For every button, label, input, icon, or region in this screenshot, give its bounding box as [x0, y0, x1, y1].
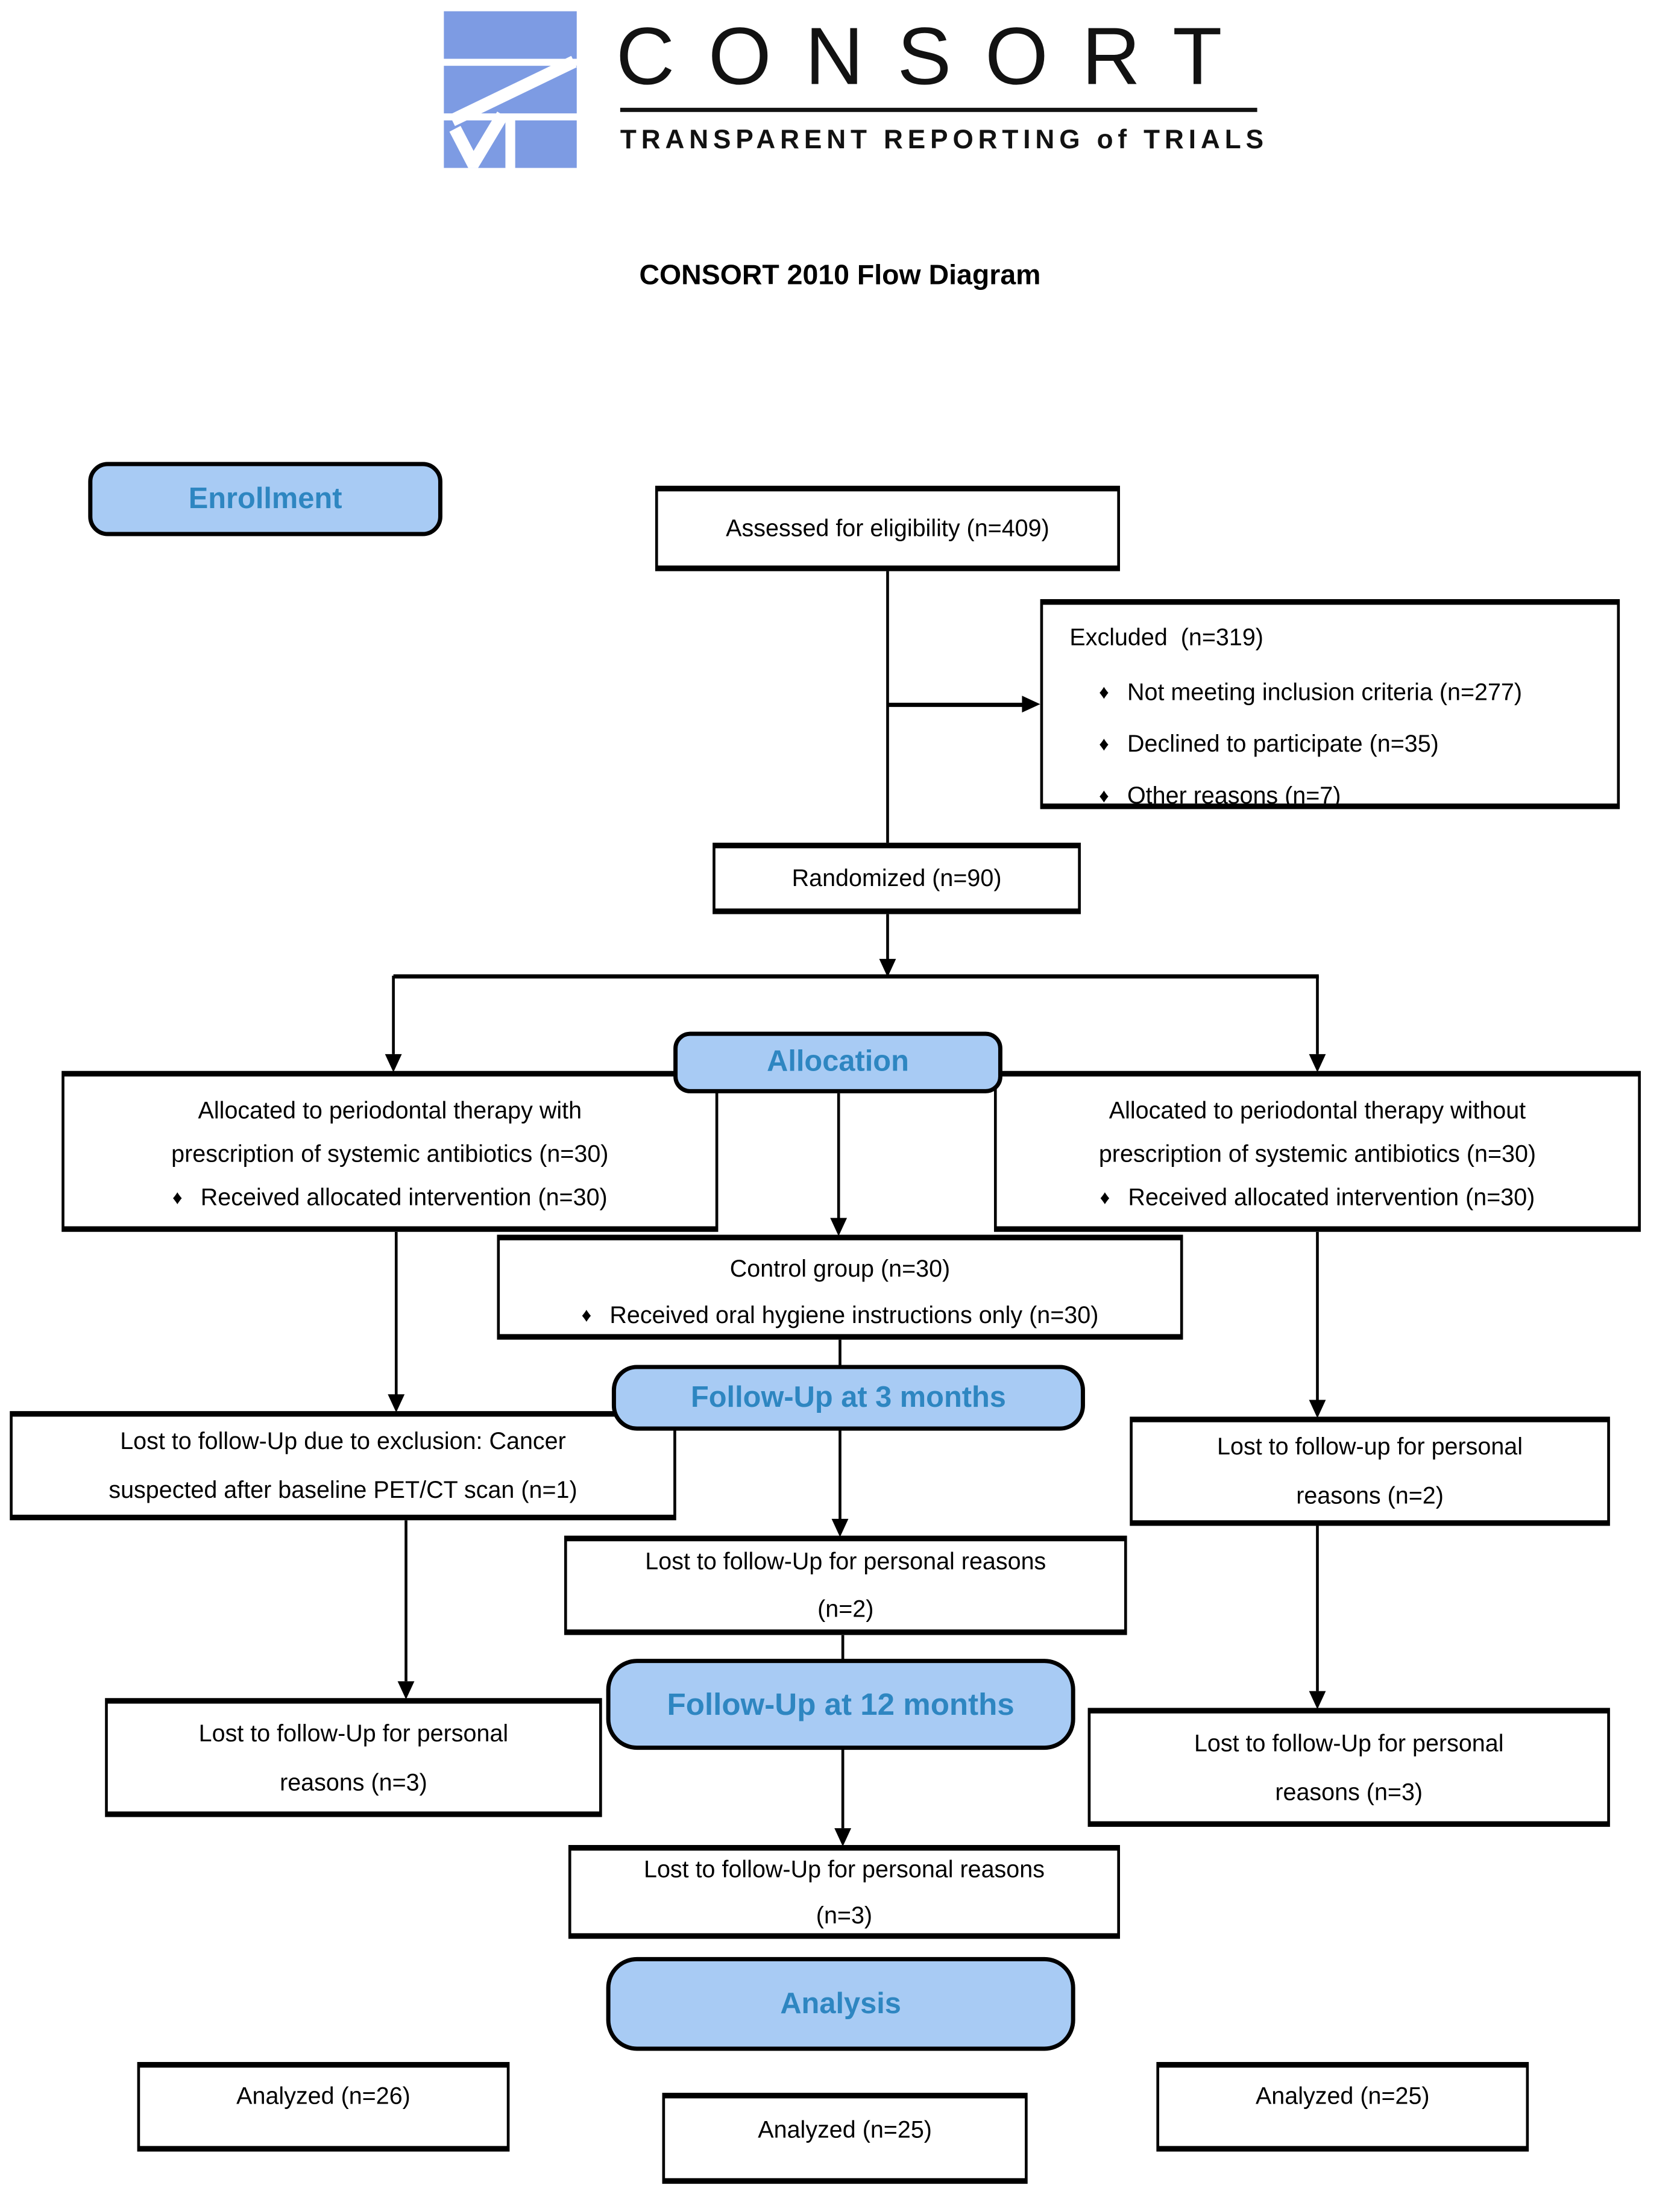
arrowhead-alloc-left: [384, 1054, 401, 1073]
box-fu3-lost-left: Lost to follow-Up due to exclusion: Canc…: [10, 1411, 676, 1521]
consort-wordmark: CONSORT: [615, 11, 1256, 102]
arrowhead-control: [829, 1218, 846, 1236]
arrowhead-alloc-right: [1308, 1054, 1326, 1073]
diamond-bullet-icon: ♦: [1099, 680, 1109, 703]
box-fu12-lost-mid: Lost to follow-Up for personal reasons (…: [568, 1845, 1120, 1939]
connector-branch-horizontal: [393, 974, 1319, 978]
box-text: reasons (n=3): [280, 1768, 427, 1796]
box-text: Analyzed (n=25): [1255, 2082, 1430, 2110]
stage-banner-enrollment: Enrollment: [88, 462, 442, 536]
box-analyzed-right: Analyzed (n=25): [1156, 2062, 1529, 2152]
box-assessed-eligibility: Assessed for eligibility (n=409): [655, 485, 1120, 571]
diamond-bullet-icon: ♦: [581, 1303, 592, 1326]
diamond-bullet-icon: ♦: [172, 1186, 183, 1209]
box-text: (n=3): [816, 1902, 873, 1929]
box-fu12-lost-right: Lost to follow-Up for personal reasons (…: [1087, 1708, 1610, 1827]
diamond-bullet-icon: ♦: [1100, 1186, 1110, 1209]
arrowhead-branch: [879, 958, 896, 978]
box-text: (n=2): [817, 1595, 874, 1622]
box-text: Allocated to periodontal therapy with: [198, 1097, 582, 1124]
box-text: ♦ Received allocated intervention (n=30): [997, 1176, 1638, 1219]
arrowhead-excluded: [1022, 696, 1040, 713]
connector-branch-left: [391, 975, 395, 1054]
stage-banner-label: Enrollment: [188, 482, 342, 515]
box-text: prescription of systemic antibiotics (n=…: [171, 1140, 609, 1168]
box-text: ♦ Received allocated intervention (n=30): [64, 1176, 716, 1219]
diamond-bullet-icon: ♦: [1099, 732, 1109, 755]
connector-allocleft-fu3left: [394, 1231, 398, 1396]
box-text: Analyzed (n=25): [758, 2116, 932, 2143]
box-text: Lost to follow-Up for personal: [198, 1720, 509, 1747]
stage-banner-followup-3-months: Follow-Up at 3 months: [611, 1365, 1085, 1431]
arrowhead-fu3-left: [387, 1394, 404, 1413]
box-text: Lost to follow-Up for personal: [1194, 1729, 1504, 1756]
box-text: ♦ Received oral hygiene instructions only…: [500, 1292, 1180, 1339]
stage-banner-label: Analysis: [780, 1987, 901, 2020]
box-allocated-without-antibiotics: Allocated to periodontal therapy without…: [993, 1070, 1641, 1232]
connector-fu3right-fu12right: [1315, 1526, 1319, 1691]
box-text: Lost to follow-up for personal: [1217, 1433, 1523, 1460]
box-text: Received allocated intervention (n=30): [1128, 1184, 1535, 1211]
box-analyzed-mid: Analyzed (n=25): [662, 2093, 1028, 2184]
excluded-item-text: Declined to participate (n=35): [1127, 731, 1439, 758]
box-fu3-lost-mid: Lost to follow-Up for personal reasons (…: [564, 1535, 1127, 1635]
stage-banner-label: Follow-Up at 12 months: [667, 1686, 1015, 1721]
arrowhead-fu3-mid: [831, 1518, 848, 1538]
connector-fu3left-fu12left: [404, 1520, 407, 1682]
consort-tagline: TRANSPARENT REPORTING of TRIALS: [620, 126, 1268, 156]
connector-branch-right: [1315, 975, 1319, 1054]
box-excluded: Excluded (n=319) ♦ Not meeting inclusion …: [1040, 599, 1620, 809]
connector-assessed-randomized: [885, 571, 889, 843]
wordmark-divider: [620, 107, 1257, 112]
box-analyzed-left: Analyzed (n=26): [137, 2062, 510, 2152]
box-text: suspected after baseline PET/CT scan (n=…: [109, 1477, 577, 1504]
consort-logo-icon: [444, 11, 577, 168]
arrowhead-fu12-left: [397, 1681, 414, 1700]
arrowhead-fu12-right: [1308, 1691, 1326, 1709]
box-text: prescription of systemic antibiotics (n=…: [1098, 1140, 1537, 1168]
box-text: reasons (n=2): [1296, 1482, 1444, 1509]
box-text: Received allocated intervention (n=30): [200, 1184, 608, 1211]
box-text: Assessed for eligibility (n=409): [726, 514, 1049, 541]
box-text: Received oral hygiene instructions only …: [609, 1301, 1099, 1329]
box-text: reasons (n=3): [1275, 1778, 1423, 1805]
box-allocated-with-antibiotics: Allocated to periodontal therapy with pr…: [61, 1070, 719, 1232]
excluded-item: ♦ Other reasons (n=7): [1069, 770, 1617, 822]
diamond-bullet-icon: ♦: [1099, 784, 1109, 806]
excluded-item: ♦ Declined to participate (n=35): [1069, 718, 1617, 770]
diagram-title: CONSORT 2010 Flow Diagram: [639, 260, 1041, 292]
connector-allocation-control: [836, 1093, 840, 1219]
stage-banner-allocation: Allocation: [673, 1031, 1002, 1093]
excluded-item: ♦ Not meeting inclusion criteria (n=277): [1069, 667, 1617, 718]
box-fu3-lost-right: Lost to follow-up for personal reasons (…: [1130, 1416, 1610, 1526]
box-control-group: Control group (n=30) ♦ Received oral hygi…: [497, 1234, 1183, 1340]
connector-randomized-branch: [885, 914, 889, 962]
stage-banner-label: Allocation: [767, 1045, 909, 1078]
box-text: Lost to follow-Up due to exclusion: Canc…: [120, 1427, 566, 1455]
excluded-item-text: Not meeting inclusion criteria (n=277): [1127, 679, 1523, 706]
stage-banner-followup-12-months: Follow-Up at 12 months: [606, 1659, 1075, 1750]
excluded-title: Excluded (n=319): [1069, 624, 1263, 651]
box-text: Lost to follow-Up for personal reasons: [645, 1547, 1046, 1574]
box-randomized: Randomized (n=90): [713, 843, 1081, 914]
box-text: Control group (n=30): [729, 1256, 951, 1283]
connector-to-excluded: [887, 702, 1024, 706]
arrowhead-fu3-right: [1308, 1400, 1326, 1418]
excluded-item-text: Other reasons (n=7): [1127, 782, 1341, 809]
connector-allocright-fu3right: [1315, 1231, 1319, 1401]
stage-banner-label: Follow-Up at 3 months: [690, 1381, 1006, 1413]
box-text: Randomized (n=90): [791, 864, 1002, 891]
arrowhead-fu12-mid: [834, 1828, 851, 1847]
box-fu12-lost-left: Lost to follow-Up for personal reasons (…: [105, 1698, 602, 1817]
stage-banner-analysis: Analysis: [606, 1957, 1075, 2051]
box-text: Allocated to periodontal therapy without: [1109, 1097, 1526, 1124]
box-text: Analyzed (n=26): [236, 2082, 411, 2110]
box-text: Lost to follow-Up for personal reasons: [643, 1855, 1045, 1882]
